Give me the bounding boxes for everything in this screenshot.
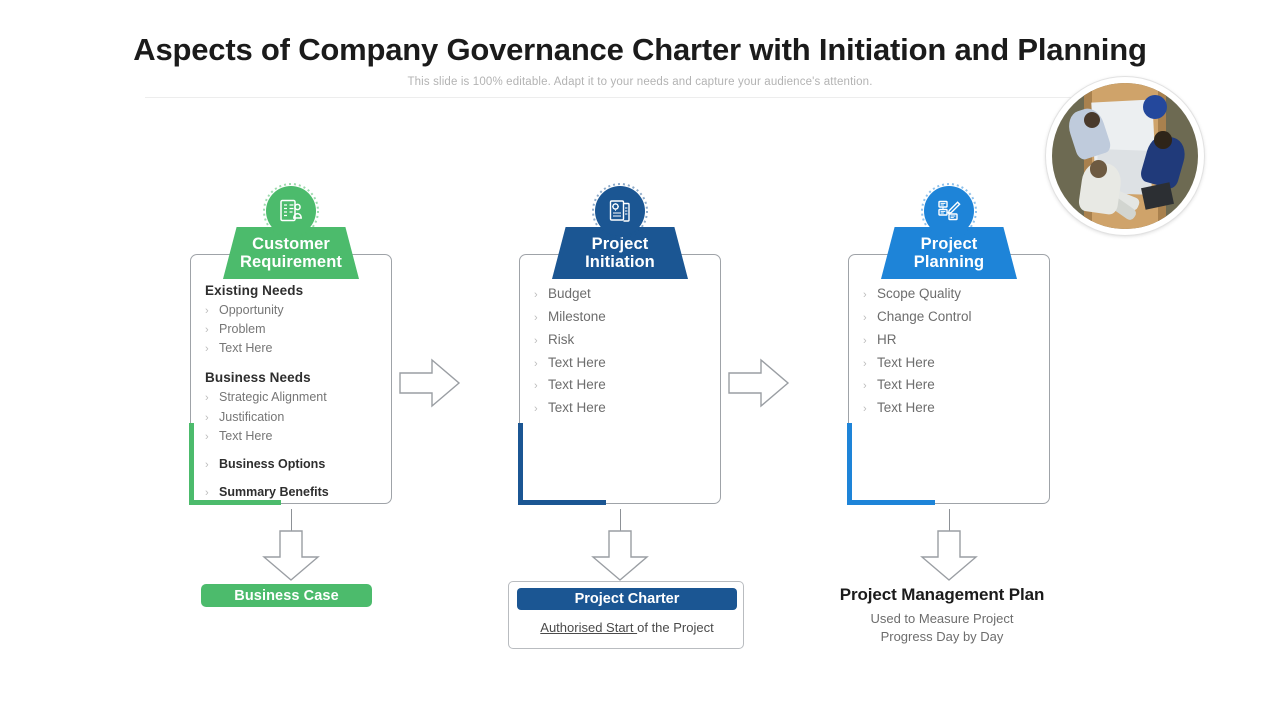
list-project-initiation: › Budget › Milestone › Risk › Text Here … [534,283,712,420]
card-accent-left [518,423,523,505]
list-item: › Text Here [863,400,935,416]
card-accent-bottom [518,500,606,505]
list-item: › Summary Benefits [205,484,329,499]
list-item: › Text Here [534,377,606,393]
column-title-line2: Initiation [585,253,655,271]
list-item: › Text Here [534,354,606,370]
badge-dashed-ring [921,183,977,239]
list-item: › Text Here [863,354,935,370]
team-meeting-photo [1046,77,1204,235]
chevron-right-icon: › [863,311,867,324]
list-item: › Scope Quality [863,286,962,301]
list-item: › Milestone [534,308,606,324]
flow-arrow-down-1 [262,530,320,581]
chevron-right-icon: › [205,324,209,337]
project-charter-subtext-rest: of the Project [637,620,714,635]
card-customer-requirement: Existing Needs › Opportunity › Problem ›… [189,254,392,505]
chevron-right-icon: › [534,311,538,324]
card-accent-bottom [847,500,935,505]
card-accent-left [847,423,852,505]
list-item: › Problem [205,322,266,337]
list-item: › Business Options [205,456,326,471]
column-title-line1: Project [920,234,978,253]
project-management-plan-subtext: Used to Measure Project Progress Day by … [806,610,1078,646]
result-project-management-plan: Project Management Plan [839,585,1045,604]
group-heading-existing-needs: Existing Needs [205,283,304,298]
page-subtitle: This slide is 100% editable. Adapt it to… [407,76,873,88]
badge-dashed-ring [263,183,319,239]
chevron-right-icon: › [863,289,867,301]
connector-line-3 [949,509,950,532]
chevron-right-icon: › [205,392,209,405]
card-accent-left [189,423,194,505]
column-title-line1: Customer [252,234,330,253]
group-heading-business-needs: Business Needs [205,370,311,386]
project-charter-subtext: Authorised Start of the Project [509,620,745,635]
chevron-right-icon: › [534,289,538,301]
project-charter-label: Project Charter [517,588,737,610]
list-item: › Risk [534,331,575,347]
pmp-sub-line1: Used to Measure Project [870,611,1014,626]
list-item: › Opportunity [205,303,284,317]
chevron-right-icon: › [205,305,209,317]
list-item: › Strategic Alignment [205,390,327,405]
flow-arrow-down-2 [591,530,649,581]
column-title-line2: Requirement [240,253,342,271]
pmp-sub-line2: Progress Day by Day [880,628,1004,644]
card-project-planning: › Scope Quality › Change Control › HR › … [847,254,1050,505]
chevron-right-icon: › [534,403,538,416]
list-item: › Text Here [534,400,606,416]
flowchart-pencil-icon [924,186,974,236]
document-gear-icon [595,186,645,236]
flow-arrow-right-1 [399,358,461,408]
chevron-right-icon: › [863,403,867,416]
result-project-charter: Project Charter Authorised Start of the … [508,581,744,649]
project-charter-subtext-underlined: Authorised Start [540,620,638,635]
list-item: › Change Control [863,308,972,324]
list-customer-requirement: Existing Needs › Opportunity › Problem ›… [205,283,383,502]
chevron-right-icon: › [534,334,538,347]
checklist-person-icon [266,186,316,236]
chevron-right-icon: › [534,380,538,393]
list-item: › Text Here [205,428,273,443]
result-business-case: Business Case [201,584,372,607]
chevron-right-icon: › [205,343,209,356]
chevron-right-icon: › [534,357,538,370]
chevron-right-icon: › [863,357,867,370]
header-divider [145,97,1145,98]
chevron-right-icon: › [205,486,209,499]
column-title-line2: Planning [913,253,985,271]
flow-arrow-right-2 [728,358,790,408]
list-item: › Text Here [205,341,273,356]
flow-arrow-down-3 [920,530,978,581]
list-item: › HR [863,331,897,347]
list-item: › Budget [534,286,591,301]
connector-line-2 [620,509,621,532]
list-project-planning: › Scope Quality › Change Control › HR › … [863,283,1041,420]
chevron-right-icon: › [863,380,867,393]
chevron-right-icon: › [863,334,867,347]
list-item: › Text Here [863,377,935,393]
column-title-line1: Project [591,234,649,253]
card-project-initiation: › Budget › Milestone › Risk › Text Here … [518,254,721,505]
page-title: Aspects of Company Governance Charter wi… [133,32,1147,67]
connector-line-1 [291,509,292,532]
list-item: › Justification [205,409,285,424]
chevron-right-icon: › [205,430,209,443]
chevron-right-icon: › [205,458,209,471]
chevron-right-icon: › [205,411,209,424]
badge-dashed-ring [592,183,648,239]
card-accent-bottom [189,500,281,505]
